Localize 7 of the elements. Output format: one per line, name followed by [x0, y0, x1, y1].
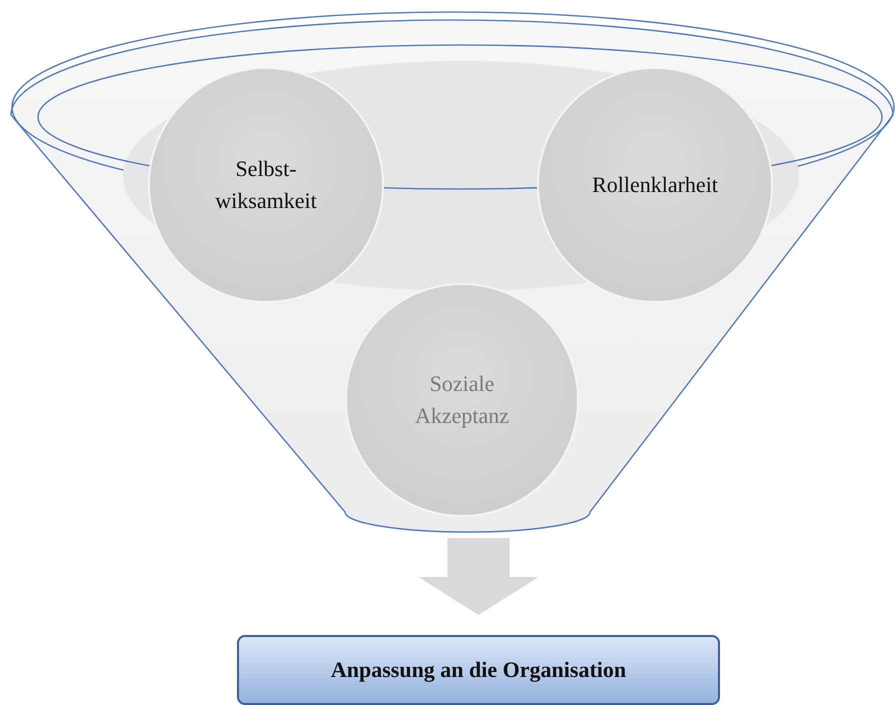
funnel-shape [10, 10, 895, 532]
arrow [418, 538, 538, 615]
node-label: Selbst- wiksamkeit [214, 155, 318, 215]
node-label: Rollenklarheit [591, 171, 719, 200]
node-label: Anpassung an die Organisation [330, 657, 626, 683]
node-label: Soziale Akzeptanz [414, 370, 510, 430]
result-box [237, 635, 720, 705]
